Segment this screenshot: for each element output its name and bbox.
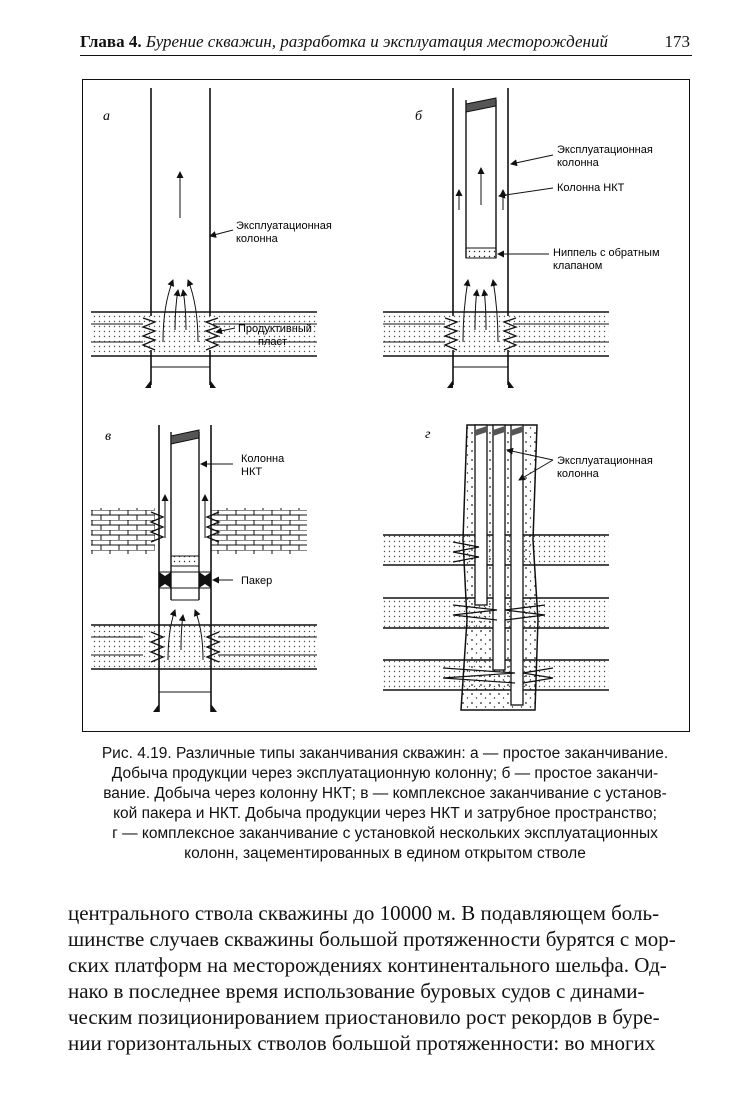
caption-line: вание. Добыча через колонну НКТ; в — ком… [103,785,667,802]
body-line: шинстве случаев скважины большой протяже… [68,927,676,951]
body-line: нии горизонтальных стволов большой протя… [68,1031,656,1055]
caption-line: колонн, зацементированных в едином откры… [184,845,586,862]
caption-line: г — комплексное заканчивание с установко… [112,825,658,842]
chapter-title: Бурение скважин, разработка и эксплуатац… [145,32,608,51]
body-line: ских платформ на месторождениях континен… [68,953,667,977]
chapter-label: Глава 4. [80,32,142,51]
caption-line: Рис. 4.19. Различные типы заканчивания с… [101,745,669,762]
body-paragraph: центрального ствола скважины до 10000 м.… [68,900,708,1056]
running-header: Глава 4. Бурение скважин, разработка и э… [62,26,692,56]
panel-b-letter: б [415,109,423,124]
panel-b-nipple [465,247,497,259]
caption-line: Добыча продукции через эксплуатационную … [111,765,659,782]
panel-c-brick-right [211,508,307,554]
caption-line: кой пакера и НКТ. Добыча продукции через… [113,805,657,822]
panel-c-letter: в [105,429,111,444]
page-number: 173 [664,32,691,51]
body-line: нако в последнее время использование бур… [68,979,645,1003]
panel-d-letter: г [425,427,431,442]
panel-c-label-packer: Пакер [241,575,272,587]
panel-a-letter: а [103,109,110,124]
figure-caption: Рис. 4.19. Различные типы заканчивания с… [72,744,698,864]
header-rule [80,55,692,56]
panel-c: в [91,425,317,712]
body-line: центрального ствола скважины до 10000 м.… [68,901,660,925]
panel-b-label-tubing: Колонна НКТ [557,182,625,194]
body-line: ческим позиционированием приостановило р… [68,1005,660,1029]
panel-c-brick-left [91,508,155,554]
panel-a-formation [91,312,317,356]
